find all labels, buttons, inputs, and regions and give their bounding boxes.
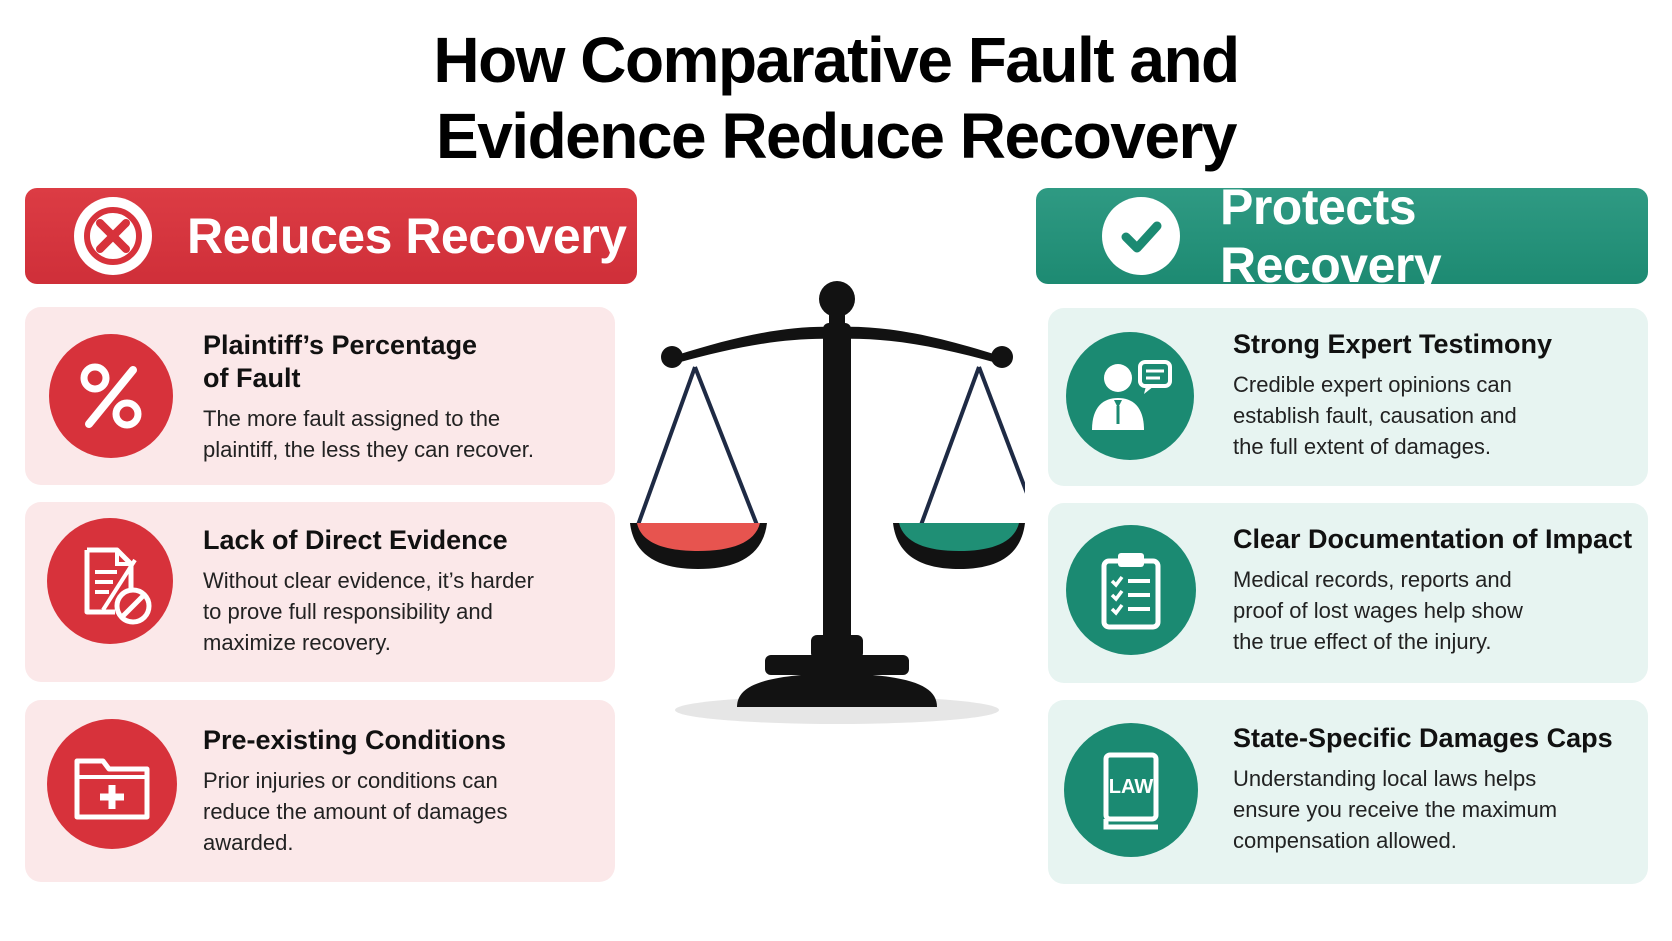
card-description: The more fault assigned to the plaintiff… [203,406,534,462]
card-description: Credible expert opinions can establish f… [1233,372,1517,459]
title-line-1: How Comparative Fault and [433,24,1240,96]
page-title: How Comparative Fault and Evidence Reduc… [0,22,1672,174]
expert-speaking-icon [1066,332,1194,460]
card-title: Lack of Direct Evidence [203,525,508,555]
percent-icon [49,334,173,458]
reduces-recovery-header: Reduces Recovery [25,188,637,284]
medical-folder-icon [47,719,177,849]
card-documentation: Clear Documentation of Impact Medical re… [1048,503,1648,683]
card-title: State-Specific Damages Caps [1233,723,1613,753]
document-blocked-icon [47,518,173,644]
reduces-recovery-label: Reduces Recovery [187,208,627,264]
check-circle-icon [1102,197,1180,275]
clipboard-checklist-icon [1066,525,1196,655]
card-title: Clear Documentation of Impact [1233,524,1633,554]
card-damages-caps: LAW State-Specific Damages Caps Understa… [1048,700,1648,884]
card-title: Plaintiff’s Percentage of Fault [203,330,478,393]
card-description: Medical records, reports and proof of lo… [1233,567,1523,654]
card-title: Pre-existing Conditions [203,725,507,755]
card-description: Prior injuries or conditions can reduce … [203,768,508,855]
law-book-icon: LAW [1064,723,1198,857]
card-expert-testimony: Strong Expert Testimony Credible expert … [1048,308,1648,486]
card-title: Strong Expert Testimony [1233,329,1553,359]
card-description: Understanding local laws helps ensure yo… [1233,766,1558,853]
protects-recovery-header: Protects Recovery [1036,179,1648,293]
card-plaintiff-fault: Plaintiff’s Percentage of Fault The more… [25,307,615,485]
law-text: LAW [1109,776,1154,798]
card-lack-evidence: Lack of Direct Evidence Without clear ev… [25,502,615,682]
protects-recovery-label: Protects Recovery [1220,179,1442,293]
card-preexisting: Pre-existing Conditions Prior injuries o… [25,700,615,882]
x-circle-icon [74,197,152,275]
title-line-2: Evidence Reduce Recovery [436,100,1237,172]
balance-scale-icon [630,281,1025,724]
card-description: Without clear evidence, it’s harder to p… [203,568,534,655]
